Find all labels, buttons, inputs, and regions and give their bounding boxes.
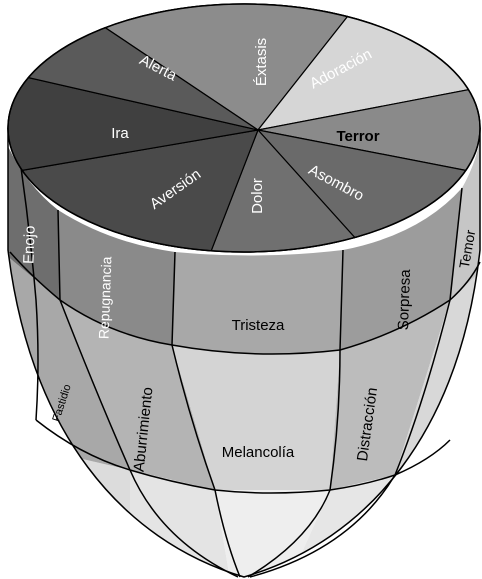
side-label-enojo: Enojo: [20, 225, 38, 264]
top-wedges: [7, 3, 481, 253]
bottom-sector-3: [215, 490, 330, 577]
top-label-terror: Terror: [336, 128, 379, 145]
middle-sector-3: [172, 345, 340, 490]
solid-side-body: [8, 128, 480, 577]
side-label-sorpresa: Sorpresa: [395, 268, 414, 330]
top-label-extasis: Éxtasis: [253, 38, 270, 86]
bottom-sector-5: [395, 440, 480, 577]
side-label-tristeza: Tristeza: [232, 317, 285, 334]
middle-sector-4: [330, 300, 450, 490]
upper-sector-3: [172, 250, 343, 354]
side-label-melancolia: Melancolía: [222, 444, 295, 461]
top-label-ira: Ira: [111, 125, 129, 142]
side-label-repugnancia: Repugnancia: [96, 256, 115, 339]
upper-sector-5: [450, 128, 480, 300]
side-label-temor: Temor: [456, 228, 479, 269]
middle-sector-2: [60, 300, 215, 490]
top-label-dolor: Dolor: [249, 178, 266, 214]
side-outlines: [7, 128, 481, 578]
upper-sector-2: [58, 210, 175, 345]
upper-sector-4: [340, 188, 462, 350]
